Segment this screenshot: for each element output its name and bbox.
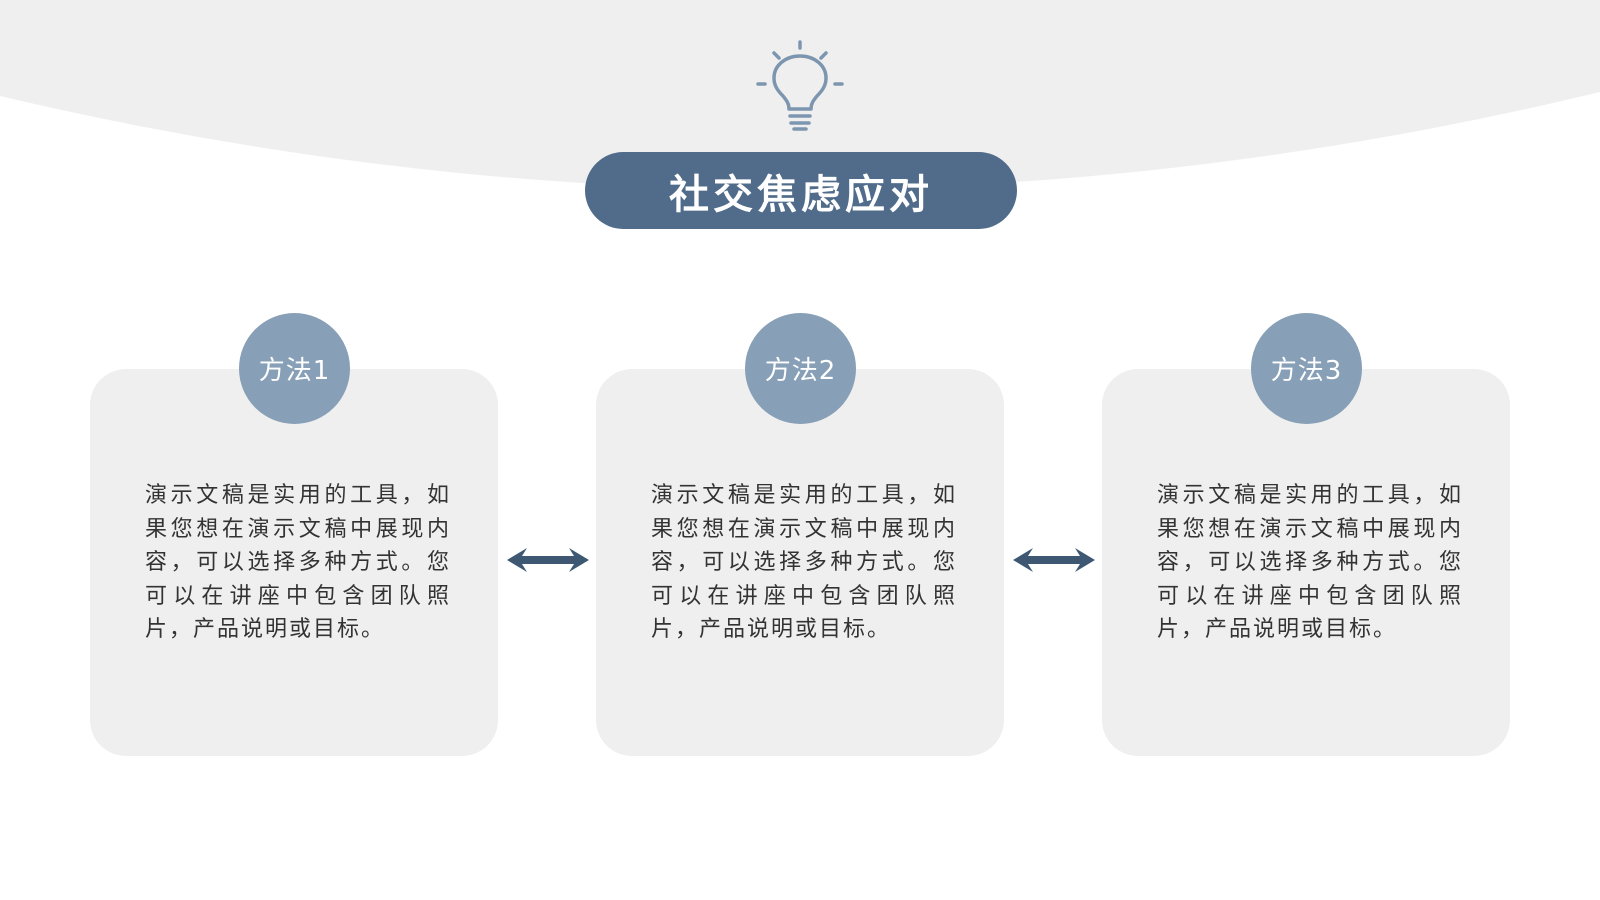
method-card-3 <box>1102 369 1510 756</box>
method-badge-2: 方法2 <box>745 313 856 424</box>
double-arrow-icon <box>507 548 589 572</box>
double-arrow-icon <box>1013 548 1095 572</box>
method-description-3: 演示文稿是实用的工具，如果您想在演示文稿中展现内容，可以选择多种方式。您可以在讲… <box>1157 483 1463 642</box>
lightbulb-icon <box>756 40 844 131</box>
page-title: 社交焦虑应对 <box>585 152 1017 229</box>
method-description-1: 演示文稿是实用的工具，如果您想在演示文稿中展现内容，可以选择多种方式。您可以在讲… <box>145 483 451 642</box>
method-description-2: 演示文稿是实用的工具，如果您想在演示文稿中展现内容，可以选择多种方式。您可以在讲… <box>651 483 957 642</box>
method-badge-3: 方法3 <box>1251 313 1362 424</box>
method-card-1 <box>90 369 498 756</box>
top-arc-background <box>0 0 1600 190</box>
method-card-2 <box>596 369 1004 756</box>
method-badge-1: 方法1 <box>239 313 350 424</box>
